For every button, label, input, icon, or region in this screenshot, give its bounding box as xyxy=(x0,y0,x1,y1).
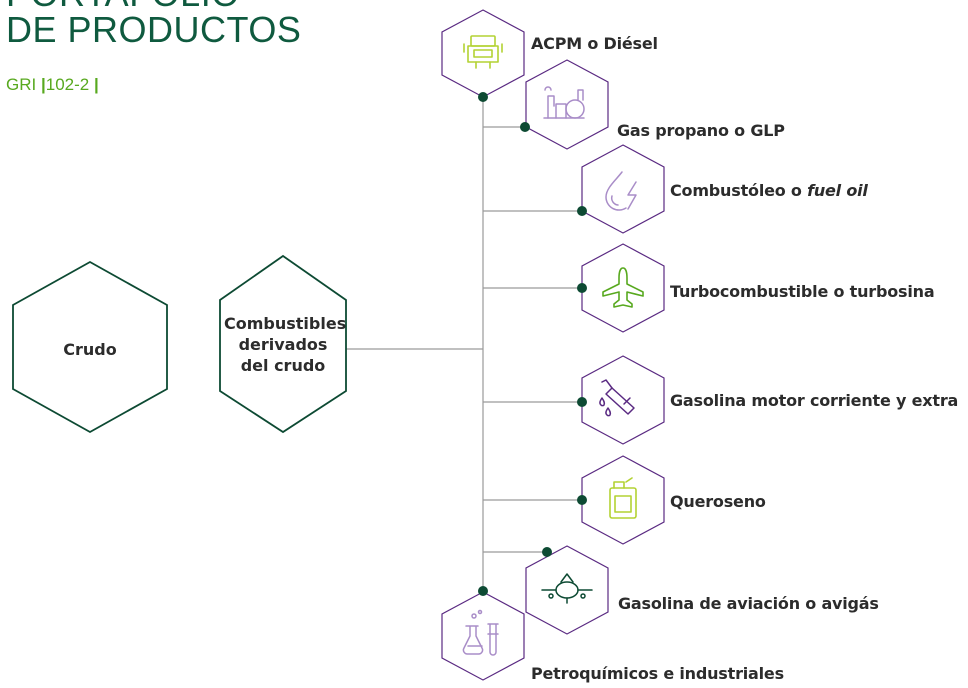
derivados-label-line-1: Combustibles xyxy=(224,314,347,333)
hexagon-turbocombustible xyxy=(581,243,665,333)
hexagon-combustoleo xyxy=(581,144,665,234)
connector-lines xyxy=(346,97,582,591)
derivados-label: Combustibles derivados del crudo xyxy=(224,313,347,376)
crudo-label: Crudo xyxy=(63,340,117,359)
gri-separator-end: | xyxy=(93,75,99,94)
product-label-queroseno: Queroseno xyxy=(670,492,766,511)
gri-label: GRI xyxy=(6,75,37,94)
product-label-turbocombustible: Turbocombustible o turbosina xyxy=(670,282,935,301)
hexagon-acpm xyxy=(441,9,525,98)
derivados-hexagon xyxy=(219,254,347,434)
product-label-acpm: ACPM o Diésel xyxy=(531,34,658,53)
product-label-avigas: Gasolina de aviación o avigás xyxy=(618,594,879,613)
crudo-hexagon xyxy=(12,260,168,434)
product-label-gas-propano: Gas propano o GLP xyxy=(617,121,785,140)
node-dot-queroseno xyxy=(577,495,587,505)
hexagon-petroquimicos xyxy=(441,591,525,681)
product-label-gasolina-motor: Gasolina motor corriente y extra xyxy=(670,391,959,410)
node-dot-petroquimicos xyxy=(478,586,488,596)
node-dot-turbocombustible xyxy=(577,283,587,293)
truck-icon xyxy=(463,35,503,69)
node-dot-gas-propano xyxy=(520,122,530,132)
flasks-icon xyxy=(462,609,499,656)
derivados-label-line-2: derivados xyxy=(238,335,328,354)
product-label-combustoleo: Combustóleo o fuel oil xyxy=(670,181,868,200)
title-line-1: PORTAFOLIO xyxy=(6,0,301,12)
jerrycan-icon xyxy=(609,477,637,519)
node-dot-combustoleo xyxy=(577,206,587,216)
fuel-nozzle-icon xyxy=(599,379,635,417)
derivados-label-line-3: del crudo xyxy=(240,356,326,375)
gri-separator: | xyxy=(40,75,46,94)
refinery-icon xyxy=(543,86,585,119)
plane-icon xyxy=(602,267,644,308)
gri-code: 102-2 xyxy=(45,75,90,94)
product-label-petroquimicos: Petroquímicos e industriales xyxy=(531,664,784,683)
flame-drop-icon xyxy=(605,171,637,211)
node-dot-avigas xyxy=(542,547,552,557)
page-title: PORTAFOLIO DE PRODUCTOS xyxy=(6,0,301,48)
hexagon-avigas xyxy=(525,545,609,635)
combustoleo-label-main: Combustóleo o xyxy=(670,181,808,200)
title-line-2: DE PRODUCTOS xyxy=(6,9,302,50)
combustoleo-label-italic: fuel oil xyxy=(807,181,868,200)
hexagon-gasolina-motor xyxy=(581,355,665,445)
node-dot-gasolina-motor xyxy=(577,397,587,407)
gri-reference: GRI |102-2 | xyxy=(6,75,99,95)
hexagon-queroseno xyxy=(581,455,665,545)
node-dot-acpm xyxy=(478,92,488,102)
propeller-plane-icon xyxy=(541,573,593,604)
